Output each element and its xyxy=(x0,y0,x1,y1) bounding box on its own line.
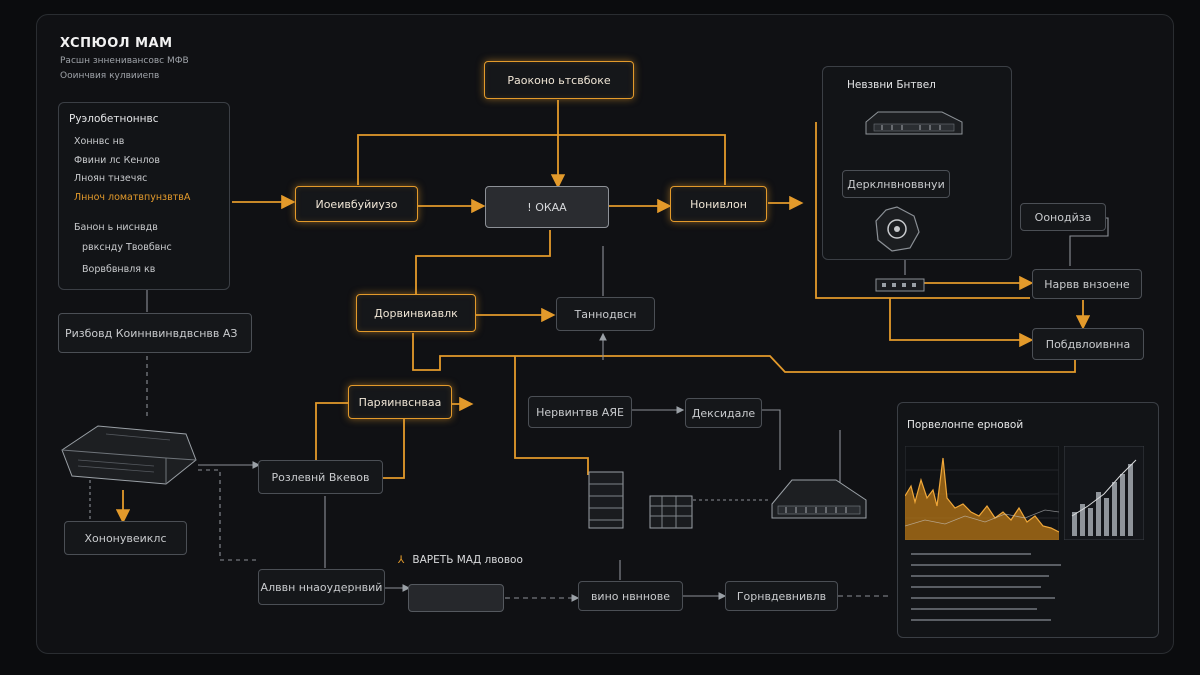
chart-panel-text-line xyxy=(911,586,1041,588)
left-panel-item: Банон ь ниснвдв xyxy=(74,222,158,233)
bottom-heading: ⅄ ВАРЕТЬ МАД лвовоо xyxy=(398,554,523,566)
chart-panel-text-line xyxy=(911,597,1055,599)
chart-panel-text-line xyxy=(911,564,1061,566)
node-bottom-row-3[interactable]: вино нвннове xyxy=(578,581,683,611)
bar-chart-graphic xyxy=(1064,446,1144,540)
orange-connectors xyxy=(115,100,1091,524)
accent-mark-icon: ⅄ xyxy=(398,554,405,566)
router-device-icon xyxy=(865,111,963,135)
left-panel-item: рвкснду Твовбвнс xyxy=(82,242,172,253)
chart-panel-text-line xyxy=(911,553,1031,555)
bottom-heading-text: ВАРЕТЬ МАД лвовоо xyxy=(412,554,523,566)
node-right-b[interactable]: Нарвв внзоене xyxy=(1032,269,1142,299)
chart-panel-text-line xyxy=(911,619,1051,621)
server-rack-icon-small xyxy=(649,495,693,529)
chart-panel-text-line xyxy=(911,575,1049,577)
left-panel-item: Лноян тнзечяс xyxy=(74,173,148,184)
node-mid-center[interactable]: Таннодвсн xyxy=(556,297,655,331)
node-mid-left[interactable]: Дорвинвиавлк xyxy=(356,294,476,332)
node-process-center[interactable]: Нервинтвв АЯЕ xyxy=(528,396,632,428)
area-chart-graphic xyxy=(905,446,1059,540)
node-left-panel-b[interactable]: Ризбовд Коиннвинвдвснвв АЗ xyxy=(58,313,252,353)
node-top-source[interactable]: Раоконо ьтсвбоке xyxy=(484,61,634,99)
cog-icon xyxy=(875,206,920,252)
left-panel-item: Фвини лс Кенлов xyxy=(74,155,160,166)
device-panel-node[interactable]: Дерклнвноввнуи xyxy=(842,170,950,198)
left-panel-item: Хоннвс нв xyxy=(74,136,125,147)
chart-panel-text-line xyxy=(911,608,1037,610)
node-bottom-left-b[interactable]: Хононувеиклс xyxy=(64,521,187,555)
chart-panel-title: Порвелонпе ерновой xyxy=(907,419,1024,431)
left-panel-item-accent: Лнноч ломатвпунзвтвА xyxy=(74,192,191,203)
node-bottom-row-1[interactable]: Алввн ннаоудернвий xyxy=(258,569,385,605)
server-chassis-icon xyxy=(61,425,197,485)
left-panel-item: Ворвбвнвля кв xyxy=(82,264,156,275)
node-process-center-right[interactable]: Дексидале xyxy=(685,398,762,428)
node-right-mid[interactable]: Нонивлон xyxy=(670,186,767,222)
diagram-subtitle-2: Ооинчвия кулвииепв xyxy=(60,71,160,81)
left-panel-title: Руэлобетноннвс xyxy=(69,113,159,125)
node-right-a[interactable]: Оонодйза xyxy=(1020,203,1106,231)
connector-port-icon xyxy=(875,278,925,292)
node-bottom-row-2-blurred[interactable] xyxy=(408,584,504,612)
device-panel-title: Невзвни Бнтвел xyxy=(847,79,936,91)
node-center-core[interactable]: ! ОКАА xyxy=(485,186,609,228)
server-rack-icon xyxy=(588,471,624,529)
node-bottom-row-4[interactable]: Горнвдевнивлв xyxy=(725,581,838,611)
node-left-mid[interactable]: Иоеивбуйиузо xyxy=(295,186,418,222)
left-info-panel: Руэлобетноннвс xyxy=(58,102,230,290)
node-right-c[interactable]: Побдвлоивнна xyxy=(1032,328,1144,360)
diagram-subtitle-1: Расшн знненивансовс МФВ xyxy=(60,56,189,66)
node-process-left[interactable]: Паряинвснваа xyxy=(348,385,452,419)
diagram-title: XCПЮOЛ MAM xyxy=(60,36,173,51)
node-bottom-left-a[interactable]: Розлевнй Вкевов xyxy=(258,460,383,494)
router-device-icon-large xyxy=(771,479,867,519)
